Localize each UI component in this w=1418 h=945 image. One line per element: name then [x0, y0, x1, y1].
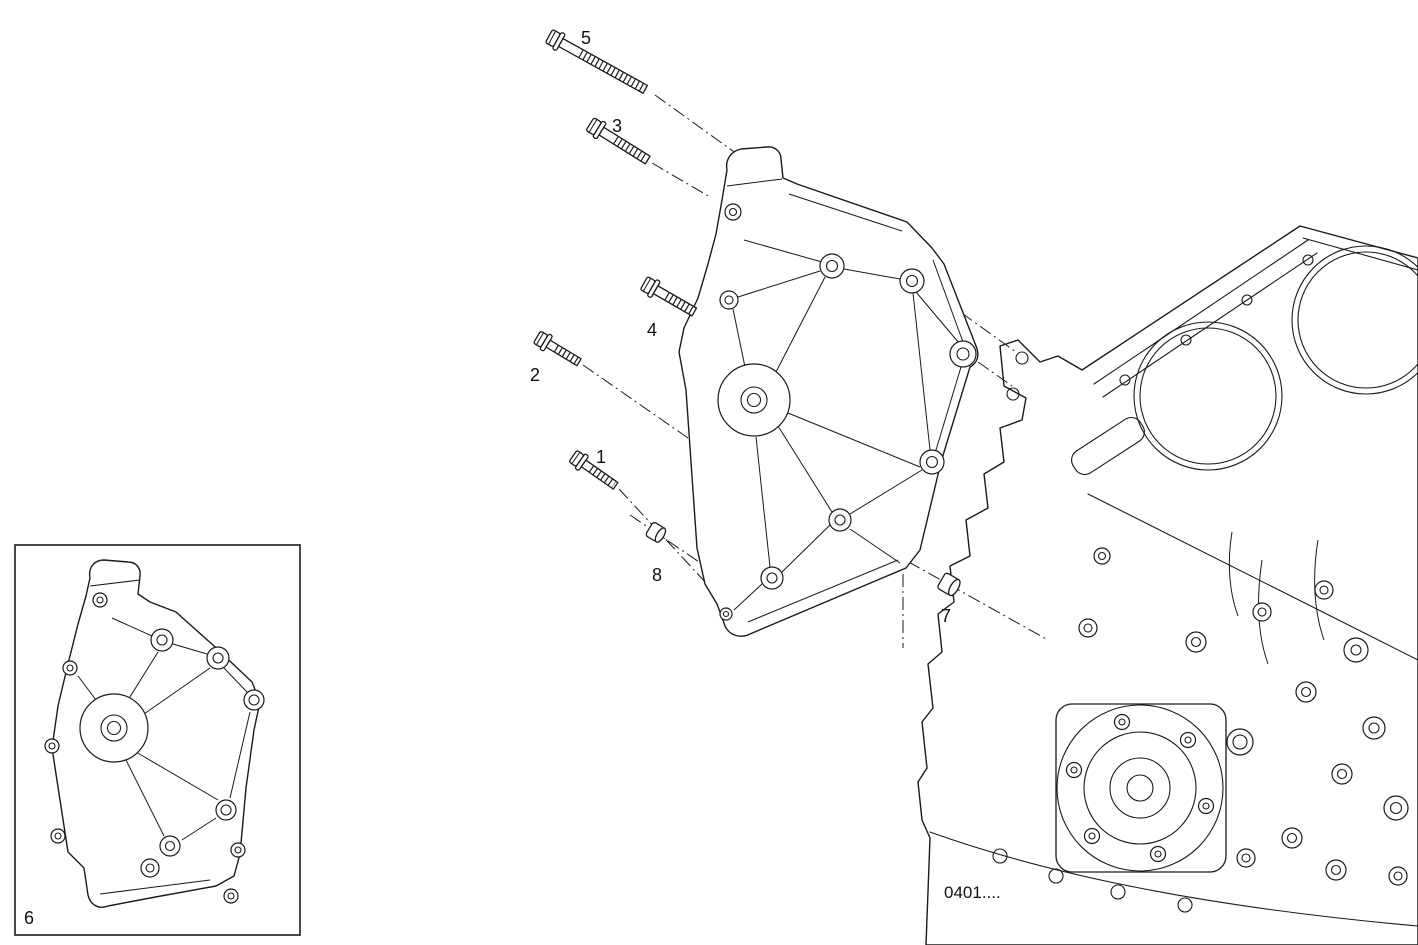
inset-bracket-bosses: [62, 592, 265, 878]
bolt-2: [533, 331, 582, 367]
bracket-outline: [678, 146, 979, 637]
bushing-8: [645, 521, 667, 543]
leader-line-bolt3: [651, 162, 711, 198]
deck-edge-line: [1302, 237, 1418, 271]
callout-2[interactable]: 2: [530, 365, 540, 385]
inset-bracket-ribs: [77, 579, 251, 895]
bracket-pivot-boss: [717, 363, 791, 437]
leader-line-bush7: [847, 527, 1049, 641]
coolant-slot: [1071, 416, 1145, 476]
callouts: 5 3 4 2 1 8 7 6: [24, 28, 951, 928]
callout-4[interactable]: 4: [647, 320, 657, 340]
plug-boss: [1226, 728, 1254, 756]
bolt-3: [586, 117, 651, 165]
leader-line-bolt1: [618, 488, 721, 599]
inset-pivot-boss: [79, 693, 149, 763]
inset-detail-view: [14, 544, 301, 936]
bushing-7: [937, 572, 961, 597]
bracket-edge-lines: [726, 178, 964, 623]
callout-3[interactable]: 3: [612, 116, 622, 136]
callout-7[interactable]: 7: [941, 606, 951, 626]
mating-pad-holes: [1006, 351, 1029, 401]
engine-block-outline: [917, 225, 1418, 945]
side-cover-flange: [1055, 703, 1227, 873]
pan-rail-holes: [992, 848, 1193, 913]
cylinder-bore-1: [1133, 321, 1283, 471]
callout-6[interactable]: 6: [24, 908, 34, 928]
block-corner-edge: [1087, 493, 1418, 661]
engine-block: [917, 225, 1418, 945]
plug-boss-hole: [1232, 734, 1248, 750]
inset-frame: [14, 544, 301, 936]
head-bolt-holes: [1119, 254, 1314, 386]
bracket-ribs: [732, 239, 962, 611]
bolt-5: [545, 29, 649, 94]
cylinder-bore-2: [1291, 245, 1418, 395]
bracket-bosses: [719, 203, 977, 621]
reference-code: 0401....: [944, 883, 1001, 902]
callout-8[interactable]: 8: [652, 565, 662, 585]
bolt-1: [569, 450, 619, 490]
leader-line-bolt2: [582, 364, 689, 439]
side-face-bosses: [1078, 547, 1409, 886]
gasket-line-2: [1102, 252, 1318, 398]
mounting-bracket: [678, 146, 979, 637]
bolt-4: [640, 276, 698, 317]
callout-5[interactable]: 5: [581, 28, 591, 48]
inset-press-fit-bushings: [44, 738, 246, 904]
leader-line-bolt5: [654, 94, 745, 160]
gasket-line-1: [1093, 239, 1309, 385]
leader-line-mid-right: [977, 361, 1013, 387]
callout-1[interactable]: 1: [596, 447, 606, 467]
